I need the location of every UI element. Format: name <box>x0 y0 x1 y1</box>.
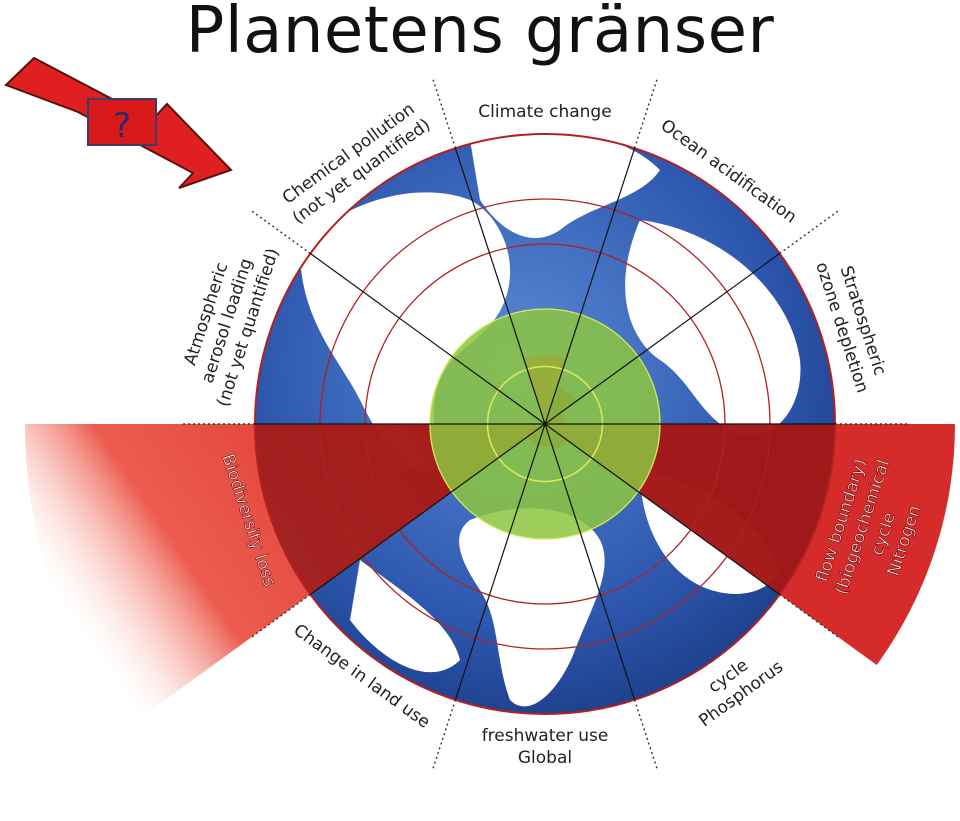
question-box <box>87 98 157 146</box>
sector-divider-dotted <box>633 699 659 772</box>
question-mark: ? <box>113 106 131 146</box>
label-global-freshwater-use-line-1: Global <box>518 748 572 768</box>
sector-divider <box>544 148 636 425</box>
sector-divider-dotted <box>431 699 457 772</box>
sector-divider <box>544 423 780 595</box>
sector-divider <box>310 423 546 595</box>
sector-divider <box>454 148 546 425</box>
sector-divider-dotted <box>633 76 659 149</box>
question-arrow: ? <box>4 56 233 189</box>
label-global-freshwater-use-line-2: freshwater use <box>482 726 609 746</box>
sector-divider <box>310 253 546 425</box>
sector-divider <box>454 423 546 700</box>
sector-divider-dotted <box>431 76 457 149</box>
sector-divider <box>544 423 636 700</box>
label-climate-change: Climate change <box>478 102 611 122</box>
sector-divider <box>544 253 780 425</box>
page-title: Planetens gränser <box>185 0 775 68</box>
sector-dividers <box>180 76 910 772</box>
label-climate-change-line-1: Climate change <box>478 102 611 122</box>
